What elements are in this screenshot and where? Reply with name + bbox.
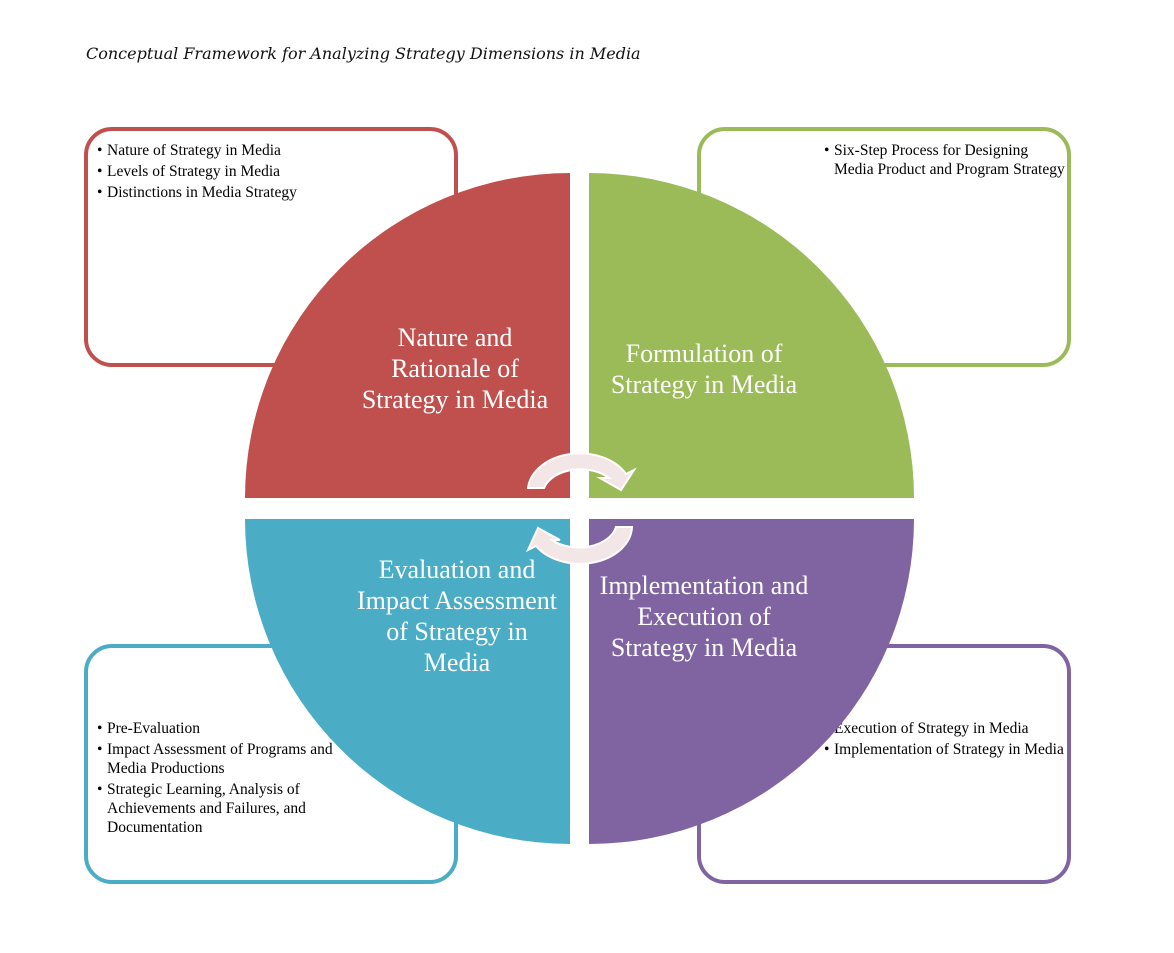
bullet-item: Strategic Learning, Analysis of Achievem… [97, 780, 357, 837]
quadrant-formulation [589, 173, 914, 498]
arrow-clockwise-bottom [525, 526, 634, 565]
bullet-item: Levels of Strategy in Media [97, 162, 397, 181]
quadrant-label-formulation: Formulation of Strategy in Media [610, 339, 798, 399]
bullet-list-evaluation: Pre-Evaluation Impact Assessment of Prog… [97, 719, 357, 839]
bullet-item: Implementation of Strategy in Media [824, 740, 1069, 759]
quadrant-label-implementation: Implementation and Execution of Strategy… [599, 571, 809, 662]
circular-arrows-icon [525, 452, 637, 565]
arrow-clockwise-top [526, 452, 637, 492]
bullet-list-formulation: Six-Step Process for Designing Media Pro… [824, 141, 1069, 181]
figure-title: Conceptual Framework for Analyzing Strat… [86, 44, 641, 63]
quadrant-label-evaluation: Evaluation and Impact Assessment of Stra… [356, 555, 558, 677]
bullet-list-implementation: Execution of Strategy in Media Implement… [824, 719, 1069, 761]
quadrant-evaluation [245, 519, 570, 844]
bullet-item: Distinctions in Media Strategy [97, 183, 397, 202]
bullet-item: Pre-Evaluation [97, 719, 357, 738]
quadrant-label-nature: Nature and Rationale of Strategy in Medi… [361, 323, 549, 414]
bullet-item: Nature of Strategy in Media [97, 141, 397, 160]
quadrant-implementation [589, 519, 914, 844]
bullet-item: Impact Assessment of Programs and Media … [97, 740, 357, 778]
bullet-list-nature: Nature of Strategy in Media Levels of St… [97, 141, 397, 204]
quadrant-nature [245, 173, 570, 498]
bullet-item: Six-Step Process for Designing Media Pro… [824, 141, 1069, 179]
